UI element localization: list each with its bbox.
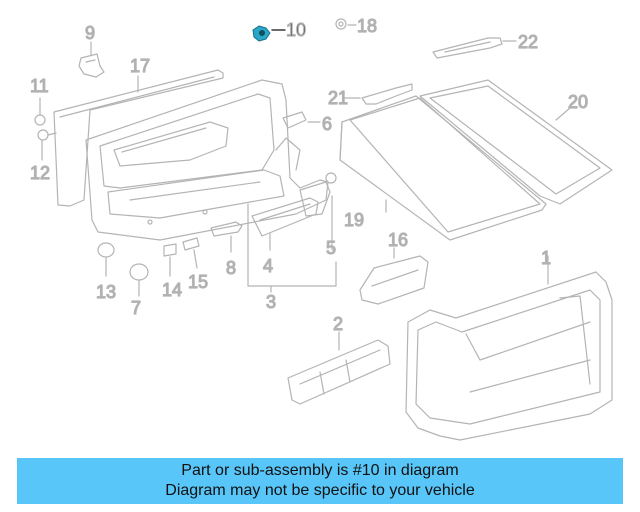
callout-18: 18 xyxy=(357,16,377,36)
callout-16: 16 xyxy=(388,230,408,250)
callout-22: 22 xyxy=(518,32,538,52)
part-14-clip xyxy=(163,243,177,277)
callout-19: 19 xyxy=(344,210,364,230)
part-1-quarter-panel xyxy=(405,255,613,441)
part-15-clip xyxy=(182,237,200,269)
callout-11: 11 xyxy=(30,76,49,96)
callout-15: 15 xyxy=(188,272,208,292)
part-20-cargo-cover xyxy=(419,79,613,205)
quarter-trim-panel xyxy=(85,79,329,241)
part-11-fastener xyxy=(34,97,46,126)
part-13-plug xyxy=(97,242,115,277)
part-12-fastener xyxy=(37,129,57,161)
banner-line-2: Diagram may not be specific to your vehi… xyxy=(165,482,475,499)
callout-3: 3 xyxy=(266,292,276,312)
part-22-handle xyxy=(432,37,517,59)
callout-20: 20 xyxy=(568,92,588,112)
part-5-step xyxy=(299,172,337,251)
callout-13: 13 xyxy=(96,282,116,302)
part-21-latch xyxy=(343,83,413,105)
callout-9: 9 xyxy=(85,23,95,43)
part-8-pad xyxy=(210,221,243,253)
part-16-panel xyxy=(359,247,429,305)
banner-line-1: Part or sub-assembly is #10 in diagram xyxy=(181,462,459,479)
part-6-handle xyxy=(282,111,321,129)
callout-6: 6 xyxy=(322,114,332,134)
callout-14: 14 xyxy=(162,280,182,300)
callout-4: 4 xyxy=(263,256,273,276)
callout-1: 1 xyxy=(541,248,551,268)
part-10-clip[interactable] xyxy=(252,25,286,42)
part-3-bracket-lines xyxy=(247,203,337,293)
part-18-clip xyxy=(335,18,357,30)
callout-10: 10 xyxy=(286,20,306,40)
callout-21: 21 xyxy=(328,88,348,108)
part-17-panel xyxy=(53,69,224,207)
callout-5: 5 xyxy=(326,238,336,258)
exploded-parts-diagram: 10 18 22 9 17 xyxy=(29,15,613,441)
part-4-sill-trim xyxy=(251,197,319,251)
callout-12: 12 xyxy=(30,163,50,183)
callout-17: 17 xyxy=(130,56,150,76)
part-19-floor-panel xyxy=(339,95,547,241)
part-2-bracket xyxy=(287,331,391,405)
callout-2: 2 xyxy=(333,314,343,334)
part-9-bracket xyxy=(78,41,105,78)
callout-8: 8 xyxy=(226,258,236,278)
part-7-plug xyxy=(129,263,149,297)
callout-7: 7 xyxy=(131,298,141,318)
part-info-banner: Part or sub-assembly is #10 in diagram D… xyxy=(17,458,623,504)
